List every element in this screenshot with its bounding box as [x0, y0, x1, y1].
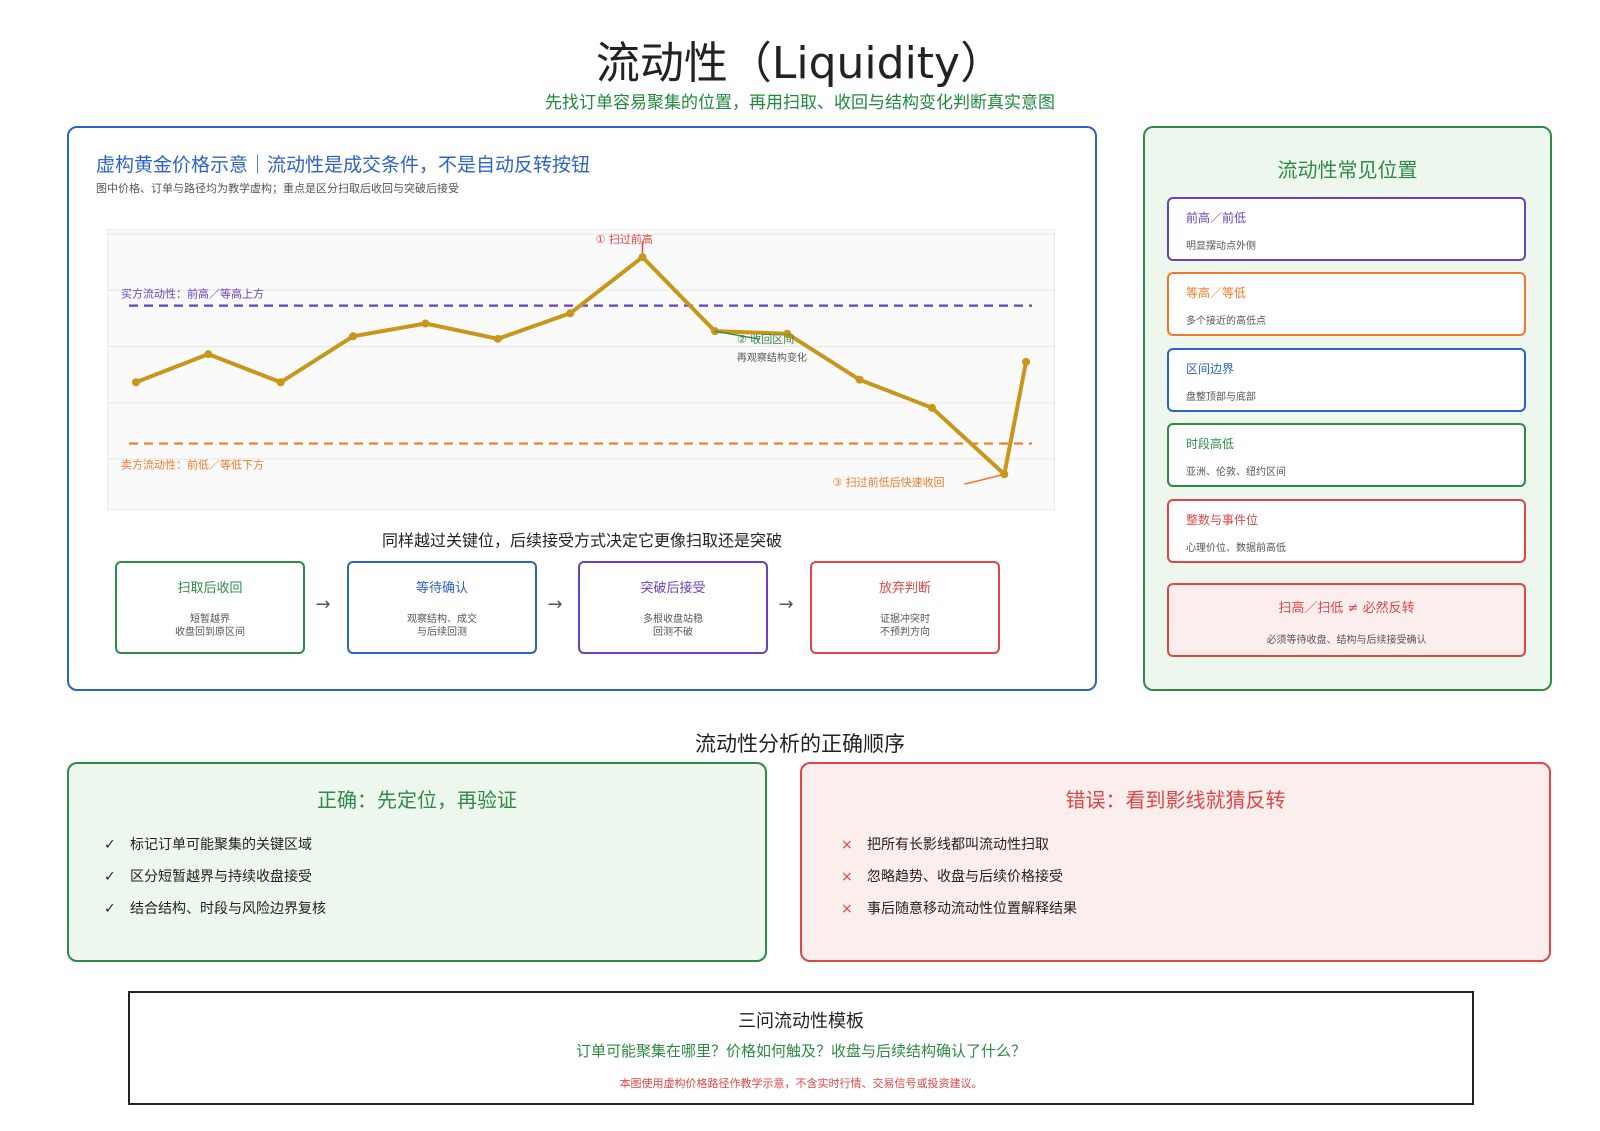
price-line: [133, 255, 1029, 477]
correct-item-text: 标记订单可能聚集的关键区域: [130, 837, 312, 853]
price-point: [783, 329, 792, 338]
reference-line-label: 买方流动性：前高／等高上方: [121, 287, 264, 301]
sweep-low-label: ③ 扫过前低后快速收回: [832, 475, 944, 489]
flow-box-wait-confirm: 等待确认 观察结构、成交 与后续回测: [347, 561, 537, 654]
sweep-warning-box: 扫高／扫低 ≠ 必然反转 必须等待收盘、结构与后续接受确认: [1167, 583, 1526, 657]
location-item: 等高／等低 多个接近的高低点: [1167, 272, 1526, 336]
reclaim-label: ② 收回区间: [737, 332, 794, 346]
sweep-warning-desc: 必须等待收盘、结构与后续接受确认: [1266, 635, 1427, 646]
price-point: [1022, 357, 1031, 366]
check-icon: ✓: [104, 837, 116, 853]
wrong-panel-title: 错误：看到影线就猜反转: [1065, 788, 1286, 812]
location-item-desc: 亚洲、伦敦、纽约区间: [1186, 467, 1286, 478]
flow-box-title: 突破后接受: [640, 581, 706, 596]
flow-box-title: 放弃判断: [878, 581, 931, 596]
chart-plot-area: [107, 229, 1055, 510]
correct-item: ✓ 结合结构、时段与风险边界复核: [104, 898, 326, 918]
location-item: 区间边界 盘整顶部与底部: [1167, 348, 1526, 412]
price-point: [927, 403, 936, 412]
wrong-item: × 事后随意移动流动性位置解释结果: [841, 898, 1077, 918]
cross-icon: ×: [841, 869, 853, 885]
reclaim-pointer: [714, 330, 761, 340]
sweep-low-pointer: [964, 473, 1005, 485]
flow-box-desc: 证据冲突时 不预判方向: [880, 614, 930, 638]
flow-box-desc: 多根收盘站稳 回测不破: [643, 614, 703, 638]
price-point: [493, 334, 502, 343]
liquidity-locations-title: 流动性常见位置: [1277, 158, 1418, 182]
reference-line-label: 卖方流动性：前低／等低下方: [121, 458, 264, 472]
wrong-item-text: 忽略趋势、收盘与后续价格接受: [867, 869, 1063, 885]
three-questions-template: [128, 991, 1474, 1105]
location-item-desc: 多个接近的高低点: [1186, 316, 1266, 327]
flow-box-title: 扫取后收回: [177, 581, 243, 596]
flow-box-sweep-reclaim: 扫取后收回 短暂越界 收盘回到原区间: [115, 561, 305, 654]
check-icon: ✓: [104, 869, 116, 885]
correct-panel-title: 正确：先定位，再验证: [317, 788, 517, 812]
template-questions: 订单可能聚集在哪里？价格如何触及？收盘与后续结构确认了什么？: [575, 1042, 1026, 1060]
wrong-item: × 把所有长影线都叫流动性扫取: [841, 834, 1049, 854]
location-item-desc: 明显摆动点外侧: [1186, 241, 1256, 252]
flow-box-abandon: 放弃判断 证据冲突时 不预判方向: [810, 561, 1000, 654]
chart-caption: 同样越过关键位，后续接受方式决定它更像扫取还是突破: [381, 531, 782, 550]
location-item-desc: 盘整顶部与底部: [1186, 392, 1256, 403]
location-item-title: 前高／前低: [1186, 211, 1247, 225]
price-point: [276, 378, 285, 387]
price-point: [638, 253, 647, 262]
page-subtitle: 先找订单容易聚集的位置，再用扫取、收回与结构变化判断真实意图: [545, 93, 1055, 113]
wrong-item: × 忽略趋势、收盘与后续价格接受: [841, 866, 1063, 886]
sweep-high-label: ① 扫过前高: [596, 232, 653, 246]
flow-box-title: 等待确认: [415, 581, 468, 596]
location-item-title: 等高／等低: [1186, 286, 1247, 300]
correct-item-text: 区分短暂越界与持续收盘接受: [130, 869, 312, 885]
wrong-panel: [800, 762, 1551, 962]
price-point: [855, 375, 864, 384]
sweep-warning-title: 扫高／扫低 ≠ 必然反转: [1278, 601, 1415, 616]
price-point: [131, 378, 140, 387]
flow-arrow: →: [547, 594, 563, 615]
reclaim-sublabel: 再观察结构变化: [737, 351, 807, 364]
wrong-item-text: 事后随意移动流动性位置解释结果: [867, 901, 1077, 917]
chart-panel-title: 虚构黄金价格示意｜流动性是成交条件，不是自动反转按钮: [96, 154, 591, 176]
template-title: 三问流动性模板: [738, 1011, 864, 1032]
check-icon: ✓: [104, 901, 116, 917]
analysis-order-title: 流动性分析的正确顺序: [695, 732, 905, 756]
price-point: [421, 319, 430, 328]
location-item-title: 区间边界: [1186, 362, 1235, 376]
location-item-title: 整数与事件位: [1186, 513, 1259, 527]
page-title: 流动性（Liquidity）: [595, 38, 1005, 89]
price-point: [204, 350, 213, 359]
cross-icon: ×: [841, 901, 853, 917]
flow-box-breakout-accept: 突破后接受 多根收盘站稳 回测不破: [578, 561, 768, 654]
correct-panel: [67, 762, 767, 962]
location-item-desc: 心理价位、数据前高低: [1186, 543, 1286, 554]
price-point: [349, 332, 358, 341]
flow-arrow: →: [315, 594, 331, 615]
price-point: [566, 309, 575, 318]
chart-grid: [107, 233, 1055, 460]
wrong-item-text: 把所有长影线都叫流动性扫取: [867, 837, 1049, 853]
location-item: 时段高低 亚洲、伦敦、纽约区间: [1167, 423, 1526, 487]
location-item-title: 时段高低: [1186, 437, 1235, 451]
flow-arrow: →: [778, 594, 794, 615]
location-item: 整数与事件位 心理价位、数据前高低: [1167, 499, 1526, 563]
cross-icon: ×: [841, 837, 853, 853]
chart-panel-note: 图中价格、订单与路径均为教学虚构；重点是区分扫取后收回与突破后接受: [96, 182, 459, 195]
template-disclaimer: 本图使用虚构价格路径作教学示意，不含实时行情、交易信号或投资建议。: [619, 1077, 983, 1090]
flow-box-desc: 短暂越界 收盘回到原区间: [175, 614, 245, 638]
flow-box-desc: 观察结构、成交 与后续回测: [407, 614, 477, 638]
correct-item-text: 结合结构、时段与风险边界复核: [130, 901, 326, 917]
correct-item: ✓ 标记订单可能聚集的关键区域: [104, 834, 312, 854]
correct-item: ✓ 区分短暂越界与持续收盘接受: [104, 866, 312, 886]
location-item: 前高／前低 明显摆动点外侧: [1167, 197, 1526, 261]
